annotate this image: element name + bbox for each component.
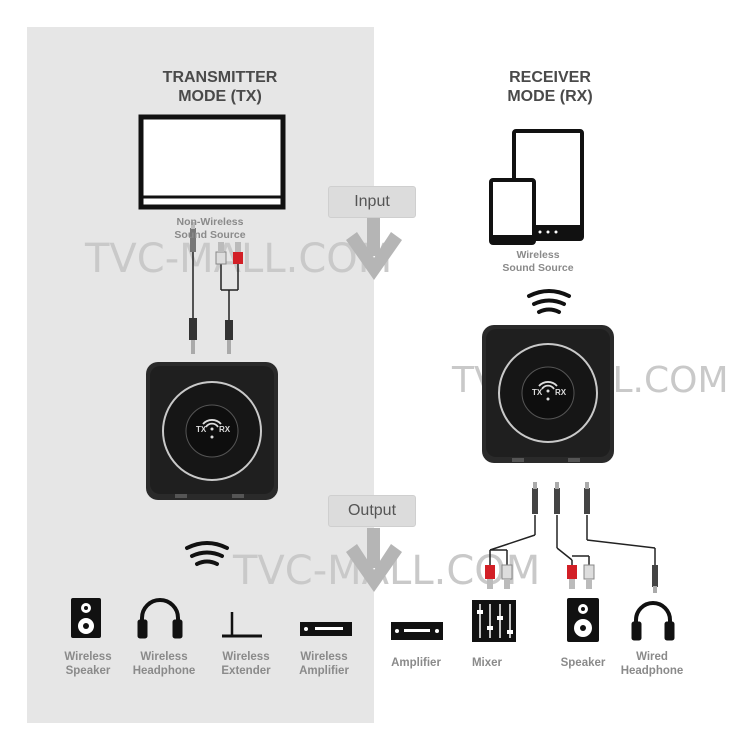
input-arrow bbox=[346, 218, 402, 280]
amplifier-icon bbox=[300, 622, 352, 636]
rx-device-tx-label: TX bbox=[532, 388, 543, 397]
caption-line1: Wired bbox=[636, 651, 668, 663]
caption-line1: Amplifier bbox=[391, 657, 441, 669]
tx-jack-plug-left bbox=[189, 222, 197, 354]
speaker-icon bbox=[71, 598, 101, 638]
caption-line1: Wireless bbox=[140, 651, 188, 663]
tx-source-line1: Non-Wireless bbox=[176, 216, 244, 228]
caption-line1: Wireless bbox=[64, 651, 112, 663]
amplifier-icon bbox=[391, 622, 443, 640]
input-label: Input bbox=[328, 186, 416, 218]
rx-device-rx-label: RX bbox=[555, 388, 567, 397]
rx-device bbox=[482, 325, 614, 463]
tx-source-line2: Sound Source bbox=[174, 229, 246, 241]
tx-mode-heading: TRANSMITTER MODE (TX) bbox=[120, 68, 320, 106]
tx-heading-line1: TRANSMITTER bbox=[162, 69, 278, 86]
tx-jack-plug-right bbox=[225, 320, 233, 354]
speaker-icon bbox=[567, 598, 599, 642]
rx-output-caption: Mixer bbox=[454, 656, 520, 670]
tx-output-caption: Wireless Extender bbox=[206, 650, 286, 678]
caption-line2: Amplifier bbox=[299, 665, 349, 677]
rx-source-line1: Wireless bbox=[516, 249, 560, 261]
rx-output-cables bbox=[489, 515, 656, 565]
output-arrow bbox=[346, 528, 402, 592]
rx-rca-plugs bbox=[485, 564, 595, 589]
output-label: Output bbox=[328, 495, 416, 527]
tx-output-caption: Wireless Amplifier bbox=[284, 650, 364, 678]
extender-icon bbox=[222, 612, 262, 638]
rx-source-line2: Sound Source bbox=[502, 262, 574, 274]
tx-device bbox=[146, 362, 278, 500]
tx-cables bbox=[192, 252, 239, 320]
tx-output-caption: Wireless Speaker bbox=[48, 650, 128, 678]
rca-plug-white bbox=[215, 242, 227, 265]
headphone-icon bbox=[137, 598, 183, 639]
mixer-icon bbox=[472, 600, 516, 642]
rx-output-caption: Amplifier bbox=[376, 656, 456, 670]
caption-line1: Wireless bbox=[222, 651, 270, 663]
headphone-icon bbox=[631, 601, 675, 641]
caption-line1: Speaker bbox=[560, 657, 606, 669]
tx-device-rx-label: RX bbox=[219, 425, 231, 434]
rx-output-caption: Speaker bbox=[543, 656, 623, 670]
rx-heading-line2: MODE (RX) bbox=[507, 88, 593, 105]
caption-line2: Extender bbox=[221, 665, 271, 677]
tx-source-caption: Non-Wireless Sound Source bbox=[140, 216, 280, 242]
caption-line1: Mixer bbox=[471, 657, 503, 669]
tx-output-caption: Wireless Headphone bbox=[122, 650, 206, 678]
caption-line2: Speaker bbox=[65, 665, 111, 677]
rx-jack-plugs bbox=[532, 482, 658, 593]
tx-heading-line2: MODE (TX) bbox=[178, 88, 262, 105]
wireless-wave-icon-tx bbox=[185, 541, 229, 566]
rx-output-caption: Wired Headphone bbox=[610, 650, 694, 678]
caption-line1: Wireless bbox=[300, 651, 348, 663]
rx-heading-line1: RECEIVER bbox=[509, 69, 591, 86]
rx-mode-heading: RECEIVER MODE (RX) bbox=[450, 68, 650, 106]
caption-line2: Headphone bbox=[620, 665, 684, 677]
tx-device-tx-label: TX bbox=[196, 425, 207, 434]
tv-icon bbox=[138, 114, 286, 210]
caption-line2: Headphone bbox=[132, 665, 196, 677]
rx-source-caption: Wireless Sound Source bbox=[478, 249, 598, 275]
tablet-phone-icon bbox=[489, 129, 584, 245]
wireless-wave-icon-rx bbox=[527, 289, 571, 314]
rca-plug-red bbox=[233, 242, 243, 264]
